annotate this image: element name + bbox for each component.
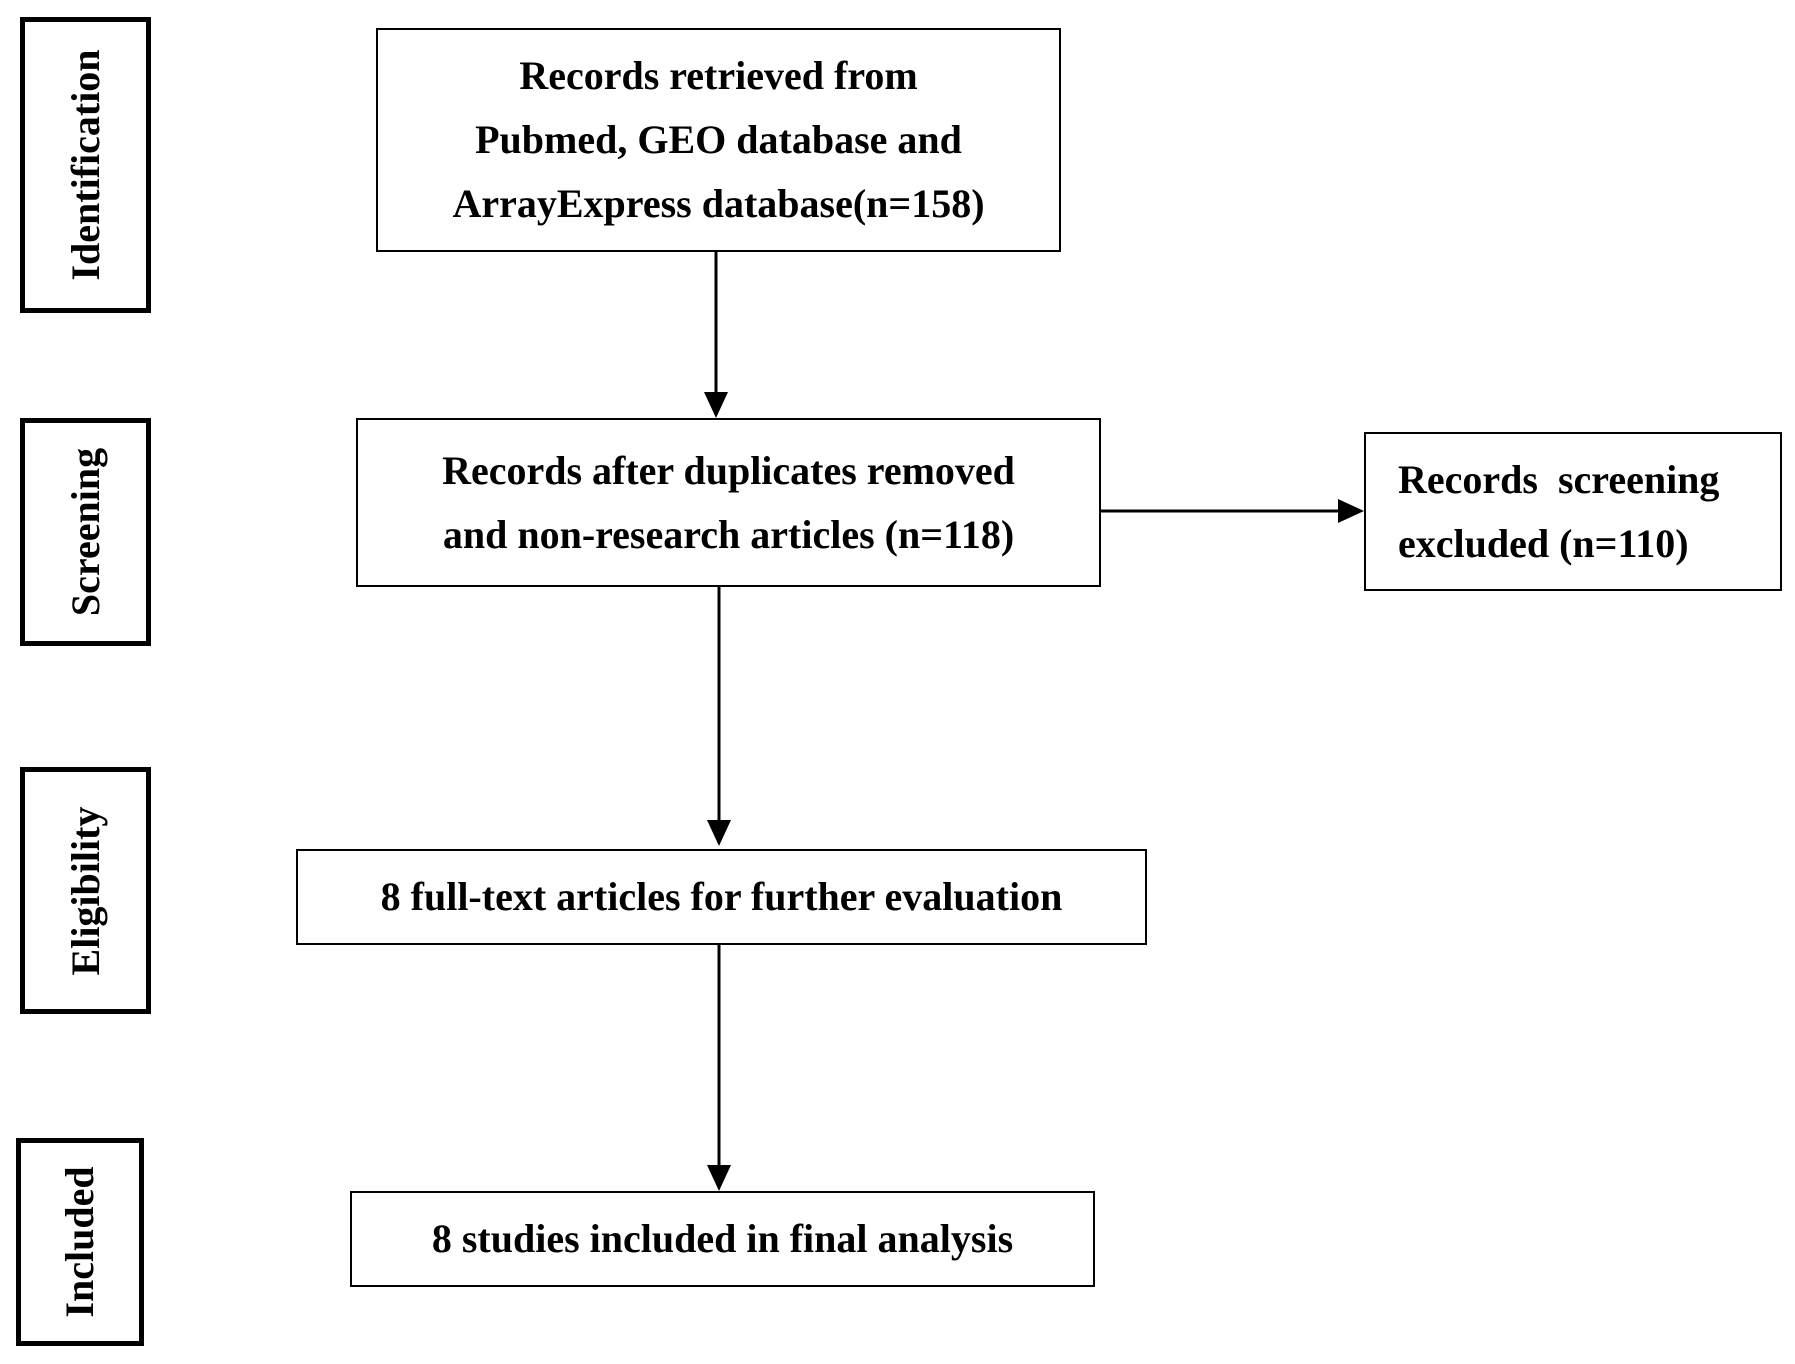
node-line: Records after duplicates removed — [442, 447, 1015, 493]
node-line: ArrayExpress database(n=158) — [452, 181, 985, 226]
node-final-analysis: 8 studies included in final analysis — [350, 1191, 1095, 1287]
node-line: and non-research articles (n=118) — [442, 511, 1015, 557]
node-after-duplicates: Records after duplicates removed and non… — [356, 418, 1101, 587]
node-line: 8 full-text articles for further evaluat… — [380, 874, 1063, 919]
node-line: Records screening — [1398, 456, 1720, 502]
arrowhead-down-2 — [707, 820, 731, 846]
node-line: excluded (n=110) — [1398, 520, 1689, 566]
node-line: 8 studies included in final analysis — [431, 1216, 1014, 1261]
arrowhead-down-3 — [707, 1165, 731, 1191]
stage-included: Included — [16, 1138, 144, 1346]
node-line: Records retrieved from — [519, 53, 918, 98]
node-records-retrieved: Records retrieved from Pubmed, GEO datab… — [376, 28, 1061, 252]
arrowhead-down-1 — [704, 392, 728, 418]
node-full-text: 8 full-text articles for further evaluat… — [296, 849, 1147, 945]
stage-eligibility: Eligibility — [20, 767, 151, 1014]
node-line: Pubmed, GEO database and — [475, 117, 962, 162]
stage-screening: Screening — [20, 418, 151, 646]
node-screening-excluded: Records screening excluded (n=110) — [1364, 432, 1782, 591]
stage-identification: Identification — [20, 17, 151, 313]
arrowhead-right — [1338, 499, 1364, 523]
